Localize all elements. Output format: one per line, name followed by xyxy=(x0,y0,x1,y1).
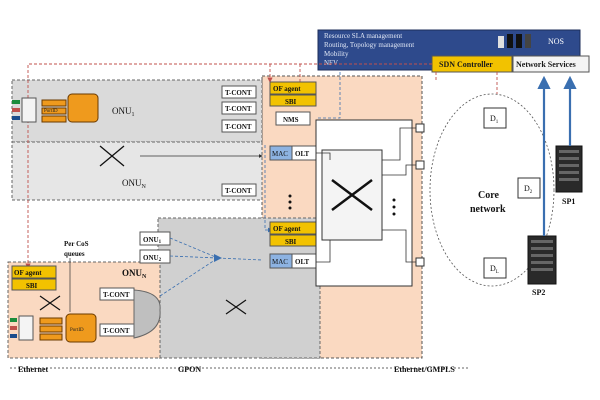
onu-n-tcont: T-CONT xyxy=(225,187,252,195)
nos-line-1: Resource SLA management xyxy=(324,32,402,40)
onu-bottom-queues xyxy=(39,317,63,341)
olt-bottom-sbi: SBI xyxy=(285,238,297,246)
onu-small-1-box xyxy=(139,231,171,246)
onu-top-queues xyxy=(41,99,67,123)
onu-bottom-title: ONUN xyxy=(122,268,147,280)
server-sp1-label: SP1 xyxy=(562,197,575,206)
per-cos-label-1: Per CoS xyxy=(64,240,89,248)
service-uplink-arrows xyxy=(537,75,577,236)
per-cos-label-2: queues xyxy=(64,250,85,258)
onu-top-stack xyxy=(67,93,99,123)
onu-bottom-sbi: SBI xyxy=(26,282,38,290)
core-node-dl-label: DL xyxy=(490,264,499,275)
onu-n-title: ONUN xyxy=(122,178,147,190)
switch-fabric-icon xyxy=(331,179,373,211)
onu-bottom-of-agent: OF agent xyxy=(14,269,42,277)
control-links xyxy=(25,63,500,269)
server-sp2-label: SP2 xyxy=(532,288,545,297)
splitter-icon xyxy=(214,254,222,262)
onu-small-2-box xyxy=(139,249,171,264)
label-ethernet-gmpls: Ethernet/GMPLS xyxy=(394,365,455,374)
olt-bottom-olt: OLT xyxy=(295,258,309,266)
server-sp1-icon xyxy=(555,145,583,193)
sdn-controller-label: SDN Controller xyxy=(439,60,493,69)
olt-top-sbi-box xyxy=(269,94,317,107)
olt-bottom-of-agent: OF agent xyxy=(273,225,301,233)
olt-bottom-mac: MAC xyxy=(272,258,288,266)
nms-label: NMS xyxy=(283,116,299,124)
onu-top-tcont-3: T-CONT xyxy=(225,123,252,131)
server-sp2-icon xyxy=(527,235,557,285)
pon-split-lines xyxy=(159,237,263,297)
network-services-label: Network Services xyxy=(516,60,576,69)
onu-bottom-tcont-1: T-CONT xyxy=(103,291,130,299)
onu-small-2-label: ONU2 xyxy=(143,254,162,263)
network-services-box xyxy=(512,55,590,73)
onu-top-ports xyxy=(12,97,37,123)
olt-top-of-agent-box xyxy=(269,81,317,95)
onu-bottom-sbi-box xyxy=(11,278,57,291)
onu-top-tcont-1: T-CONT xyxy=(225,89,252,97)
core-node-d1 xyxy=(483,107,507,129)
onu-small-1-label: ONU1 xyxy=(143,236,162,245)
nos-line-2: Routing, Topology management xyxy=(324,41,414,49)
onu-top-tconts xyxy=(221,85,257,133)
olt-ellipsis xyxy=(288,194,292,210)
nos-line-3: Mobility xyxy=(324,50,349,58)
server-rack-icon xyxy=(498,34,531,48)
switch-ellipsis xyxy=(392,198,396,216)
core-network-label-2: network xyxy=(470,204,506,215)
onu-top-tcont-2: T-CONT xyxy=(225,105,252,113)
nos-label: NOS xyxy=(548,37,564,46)
olt-top-mac: MAC xyxy=(272,150,288,158)
label-gpon: GPON xyxy=(178,365,201,374)
onu-bottom-tcont-2: T-CONT xyxy=(103,327,130,335)
onu-bottom-port-label: PortID xyxy=(70,328,84,333)
cross-connect-icon xyxy=(99,145,125,167)
core-node-d2-label: D2 xyxy=(524,184,533,195)
onu-bottom-stack xyxy=(65,313,97,343)
central-switch xyxy=(315,119,425,287)
onu-bottom-of-agent-box xyxy=(11,265,57,279)
core-network-cloud xyxy=(429,93,555,287)
onu-bottom-ports xyxy=(10,315,34,341)
core-network-label-1: Core xyxy=(478,190,499,201)
olt-top-olt: OLT xyxy=(295,150,309,158)
onu-bottom-fiber xyxy=(133,289,161,339)
olt-top-of-agent: OF agent xyxy=(273,85,301,93)
onu-bottom-cross-icon xyxy=(39,295,61,311)
label-ethernet: Ethernet xyxy=(18,365,49,374)
onu-top-title: ONU1 xyxy=(112,106,135,118)
nos-line-4: NFV xyxy=(324,59,338,67)
gpon-cross-icon xyxy=(225,299,247,315)
onu-top-port-label: PortID xyxy=(44,109,58,114)
nms-box xyxy=(275,111,311,126)
onu-n-tcont-box xyxy=(221,183,257,197)
olt-top-sbi: SBI xyxy=(285,98,297,106)
core-node-d2 xyxy=(517,177,541,199)
core-node-d1-label: D1 xyxy=(490,114,499,125)
core-node-dl xyxy=(483,257,507,279)
onu-n-region xyxy=(11,141,263,201)
nms-links xyxy=(264,72,341,233)
